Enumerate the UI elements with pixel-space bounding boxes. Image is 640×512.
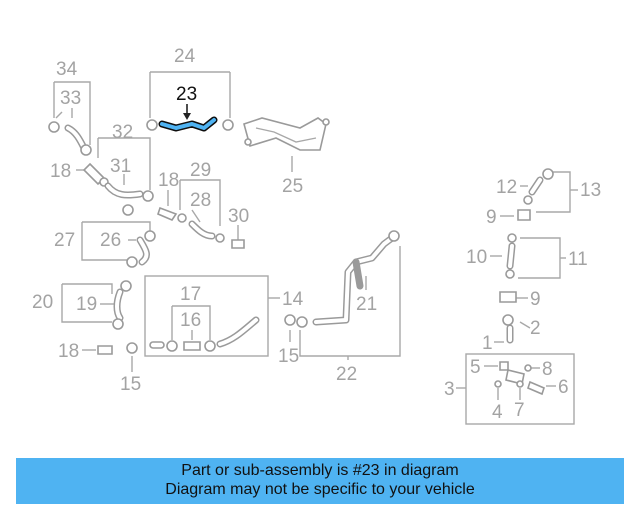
callout-7: 7 <box>514 400 525 421</box>
callout-13: 13 <box>580 180 601 201</box>
callout-numbers: 34 33 32 31 18 24 23 25 18 29 28 30 27 2… <box>32 46 601 423</box>
callout-6: 6 <box>558 377 569 398</box>
callout-25: 25 <box>282 176 303 197</box>
callout-24: 24 <box>174 46 196 67</box>
callout-10: 10 <box>466 247 487 268</box>
callout-26: 26 <box>100 230 121 251</box>
callout-16: 16 <box>180 310 201 331</box>
callout-18-middle: 18 <box>158 170 179 191</box>
callout-20: 20 <box>32 292 53 313</box>
callout-5: 5 <box>470 357 481 378</box>
callout-28: 28 <box>190 190 211 211</box>
callout-12: 12 <box>496 177 517 198</box>
callout-8: 8 <box>542 359 553 380</box>
callout-9-lower: 9 <box>530 289 541 310</box>
callout-14: 14 <box>282 289 304 310</box>
callout-22: 22 <box>336 364 357 385</box>
callout-18-top: 18 <box>50 161 71 182</box>
callout-3: 3 <box>444 379 455 400</box>
callout-9-top: 9 <box>486 207 497 228</box>
callout-32: 32 <box>112 122 133 143</box>
banner-line-disclaimer: Diagram may not be specific to your vehi… <box>165 481 475 498</box>
part-drawings <box>48 116 554 396</box>
callout-34: 34 <box>56 59 78 80</box>
callout-31: 31 <box>110 156 131 177</box>
callout-15-bottom: 15 <box>120 374 141 395</box>
banner-line-part-number: Part or sub-assembly is #23 in diagram <box>181 462 459 479</box>
callout-11: 11 <box>568 249 588 270</box>
callout-17: 17 <box>180 284 201 305</box>
info-banner: Part or sub-assembly is #23 in diagram D… <box>16 458 624 504</box>
callout-29: 29 <box>190 160 211 181</box>
callout-27: 27 <box>54 230 75 251</box>
callout-19: 19 <box>76 294 97 315</box>
callout-1: 1 <box>482 333 493 354</box>
callout-33: 33 <box>60 88 81 109</box>
callout-2: 2 <box>530 318 541 339</box>
callout-4: 4 <box>492 402 503 423</box>
callout-18-bottom: 18 <box>58 341 79 362</box>
callout-21: 21 <box>356 294 377 315</box>
callout-15-middle: 15 <box>278 346 299 367</box>
callout-23[interactable]: 23 <box>176 84 197 105</box>
callout-30: 30 <box>228 206 249 227</box>
leader-lines <box>53 71 578 425</box>
part-23-hose[interactable] <box>160 118 216 130</box>
